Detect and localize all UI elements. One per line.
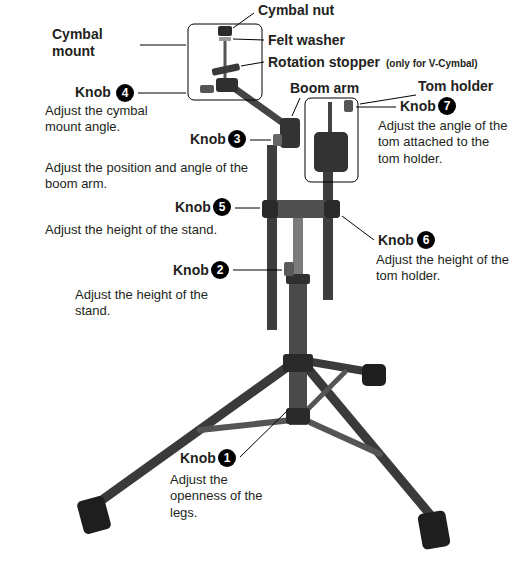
part-label: Cymbal mount <box>52 26 132 60</box>
cymbal-mount-frame <box>188 24 262 100</box>
knob-label: Knob <box>190 131 226 148</box>
tom-clamp <box>314 132 348 172</box>
rubber-foot <box>362 364 386 386</box>
felt-washer <box>219 37 231 41</box>
leader-line <box>342 216 374 240</box>
description-text: Adjust the height of the stand. <box>75 287 225 320</box>
tom-holder-frame <box>305 98 358 182</box>
knob-label: Knob <box>75 84 111 101</box>
cymbal-post <box>267 145 277 330</box>
description-text: Adjust the height of the tom holder. <box>376 252 511 285</box>
part-label: Rotation stopper <box>268 54 380 71</box>
part-label: Boom arm <box>290 80 359 97</box>
description-text: Adjust the cymbal mount angle. <box>45 103 180 136</box>
leader-line <box>250 140 271 141</box>
knob-label: Knob <box>175 199 211 216</box>
knob-label: Knob <box>180 450 216 467</box>
inner-tube <box>293 212 303 282</box>
post-clamp-bar <box>262 200 340 218</box>
knob-label: Knob <box>378 232 414 249</box>
callout-number: 2 <box>211 261 229 279</box>
leader-line <box>233 13 254 28</box>
cymbal-nut <box>218 26 232 36</box>
leader-line <box>235 208 260 209</box>
rubber-foot <box>417 510 451 550</box>
brace-hub <box>286 408 310 424</box>
description-text: Adjust the position and angle of the boo… <box>45 160 250 193</box>
rubber-foot <box>76 495 112 535</box>
knob-label: Knob <box>173 262 209 279</box>
stand-leg <box>305 365 433 518</box>
tom-post <box>323 165 333 300</box>
center-tube <box>289 280 307 425</box>
callout-number: 5 <box>213 198 231 216</box>
leg-brace <box>305 420 380 454</box>
rotation-stopper <box>211 63 240 76</box>
leader-line <box>240 410 288 457</box>
callout-number: 6 <box>417 231 435 249</box>
tom-rod <box>328 102 332 135</box>
leader-line <box>140 45 186 46</box>
knob-label: Knob <box>400 98 436 115</box>
leg-brace <box>200 420 292 430</box>
leader-line <box>292 98 300 116</box>
callout-number: 4 <box>116 84 134 102</box>
part-label: Cymbal nut <box>258 2 334 19</box>
callout-number: 7 <box>438 97 456 115</box>
callout-number: 1 <box>218 449 236 467</box>
part-label: Tom holder <box>418 78 493 95</box>
cymbal-rod <box>224 41 227 80</box>
knob-3-part <box>273 134 282 146</box>
part-label: Felt washer <box>268 32 345 49</box>
callout-number: 3 <box>228 130 246 148</box>
leader-line <box>233 270 282 271</box>
leader-line <box>241 62 264 66</box>
note-text: (only for V-Cymbal) <box>386 58 478 70</box>
description-text: Adjust the height of the stand. <box>45 222 260 238</box>
knob-2-part <box>284 262 294 276</box>
knob-4-part <box>200 85 214 93</box>
boom-clamp <box>280 118 300 148</box>
leader-line <box>138 93 186 94</box>
knob-7-part <box>344 100 353 112</box>
knob-5-part <box>262 200 278 218</box>
description-text: Adjust the openness of the legs. <box>170 472 270 521</box>
mount-base <box>216 78 238 92</box>
leader-line <box>233 39 264 40</box>
leader-line <box>356 107 396 108</box>
knob-6-part <box>324 200 340 218</box>
description-text: Adjust the angle of the tom attached to … <box>378 118 513 167</box>
leg-hub <box>283 354 313 372</box>
